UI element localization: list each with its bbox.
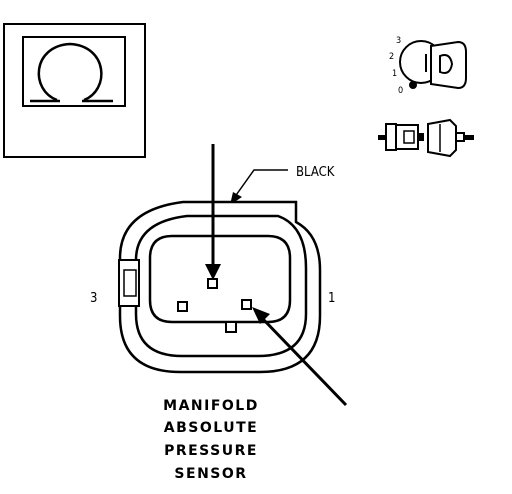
probe-arrow-terminal-1 [252,307,348,407]
pin-label-1: 1 [328,291,335,306]
terminal-1 [241,299,252,310]
title-line-4: SENSOR [174,466,247,482]
ohmmeter-icon [3,23,146,158]
title-line-3: PRESSURE [164,443,258,459]
key-position-1: 1 [392,69,397,79]
connector-housing [118,200,322,374]
title-line-2: ABSOLUTE [164,420,258,436]
probe-arrow-terminal-2 [205,144,221,280]
key-position-0: 0 [398,86,403,96]
key-position-2: 2 [389,52,394,62]
wire-color-label: BLACK [296,165,335,180]
pin-label-3: 3 [90,291,97,306]
wire-color-leader [233,169,288,199]
key-position-3: 3 [396,36,401,46]
terminal-2 [207,278,218,289]
disconnected-connector-icon [378,118,474,158]
ignition-key-icon: 3 2 1 0 [389,36,467,96]
title-line-1: MANIFOLD [163,398,259,414]
component-title: MANIFOLD ABSOLUTE PRESSURE SENSOR [163,398,259,482]
terminal-3 [177,301,188,312]
